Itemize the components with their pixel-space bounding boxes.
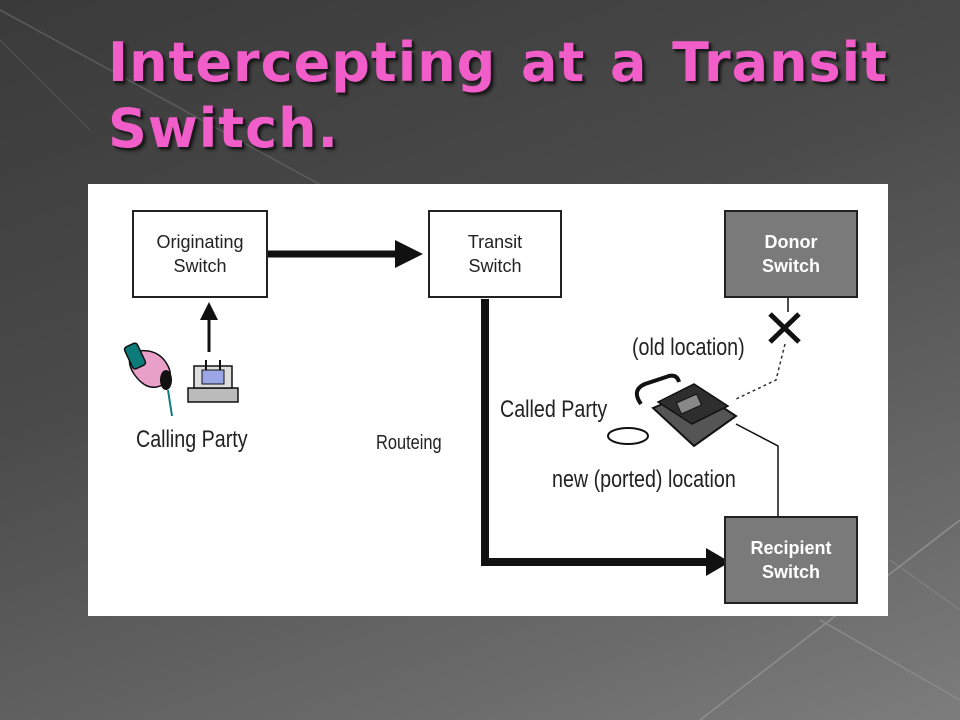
calling-party-desk-phone-icon bbox=[187, 360, 239, 403]
routeing-path bbox=[481, 299, 710, 566]
new-location-link bbox=[735, 423, 779, 516]
donor-switch-box: Donor Switch bbox=[724, 210, 858, 298]
routeing-label: Routeing bbox=[376, 432, 442, 454]
called-party-label: Called Party bbox=[500, 396, 608, 423]
old-location-label: (old location) bbox=[632, 334, 745, 361]
called-party-phone-icon bbox=[607, 373, 738, 448]
routeing-arrowhead bbox=[706, 548, 730, 576]
old-location-dotted-link bbox=[733, 343, 786, 401]
new-location-label: new (ported) location bbox=[552, 466, 736, 493]
caller-arrowhead bbox=[200, 302, 218, 320]
disconnected-x-icon bbox=[768, 312, 801, 344]
transit-switch-box: Transit Switch bbox=[428, 210, 562, 298]
originating-switch-box: Originating Switch bbox=[132, 210, 268, 298]
slide-title: Intercepting at a Transit Switch. bbox=[108, 31, 888, 160]
calling-party-label: Calling Party bbox=[136, 426, 248, 453]
porting-diagram: Originating Switch Transit Switch Donor … bbox=[88, 184, 888, 616]
diagram-connectors bbox=[123, 240, 801, 576]
calling-party-handset-icon bbox=[123, 342, 173, 417]
recipient-switch-box: Recipient Switch bbox=[724, 516, 858, 604]
